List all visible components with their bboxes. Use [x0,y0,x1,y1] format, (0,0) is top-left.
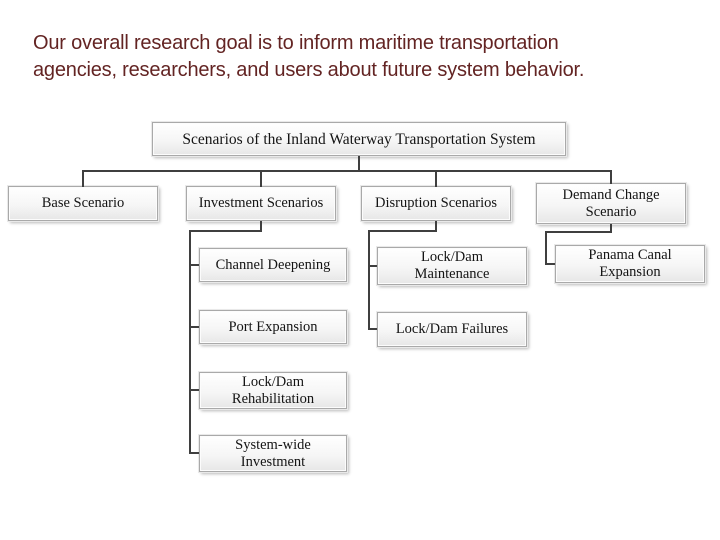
connector-investment-trunk [189,230,191,454]
node-port-expansion-label: Port Expansion [228,318,318,335]
connector-root-down [358,156,360,172]
node-lockdam-rehabilitation-label: Lock/Dam Rehabilitation [231,373,315,407]
node-root-label: Scenarios of the Inland Waterway Transpo… [182,130,536,148]
connector-disruption-elbow [368,230,437,232]
node-demand-change-scenario: Demand Change Scenario [536,183,686,224]
connector-stub-disruption [435,170,437,187]
connector-stub-systemwide-investment [189,452,199,454]
node-systemwide-investment-label: System-wide Investment [235,436,311,470]
node-channel-deepening-label: Channel Deepening [215,256,331,273]
node-port-expansion: Port Expansion [199,310,347,344]
node-disruption-scenarios-label: Disruption Scenarios [374,195,498,211]
node-lockdam-rehabilitation: Lock/Dam Rehabilitation [199,372,347,409]
connector-investment-elbow [189,230,262,232]
connector-disruption-down [435,221,437,232]
node-systemwide-investment: System-wide Investment [199,435,347,472]
connector-demand-trunk [545,231,547,264]
connector-stub-channel-deepening [189,264,199,266]
node-channel-deepening: Channel Deepening [199,248,347,282]
node-base-scenario: Base Scenario [8,186,158,221]
connector-stub-demand [610,170,612,184]
node-panama-canal-expansion: Panama Canal Expansion [555,245,705,283]
node-demand-change-scenario-label: Demand Change Scenario [562,186,660,220]
node-lockdam-failures: Lock/Dam Failures [377,312,527,347]
slide-title-line-1: Our overall research goal is to inform m… [33,32,559,54]
connector-stub-lockdam-maintenance [368,265,377,267]
node-investment-scenarios: Investment Scenarios [186,186,336,221]
connector-stub-lockdam-failures [368,328,377,330]
node-panama-canal-expansion-label: Panama Canal Expansion [588,247,672,280]
node-root-scenarios: Scenarios of the Inland Waterway Transpo… [152,122,566,156]
connector-stub-lockdam-rehabilitation [189,389,199,391]
connector-stub-panama-canal [545,263,555,265]
node-base-scenario-label: Base Scenario [41,195,125,211]
node-investment-scenarios-label: Investment Scenarios [198,195,324,211]
connector-stub-port-expansion [189,326,199,328]
node-lockdam-maintenance-label: Lock/Dam Maintenance [414,249,490,282]
connector-stub-base [82,170,84,187]
node-lockdam-failures-label: Lock/Dam Failures [395,321,509,337]
connector-demand-elbow [545,231,612,233]
connector-disruption-trunk [368,230,370,330]
slide-title: Our overall research goal is to inform m… [33,30,673,84]
connector-demand-down [610,224,612,233]
connector-level2-horizontal [82,170,612,172]
node-lockdam-maintenance: Lock/Dam Maintenance [377,247,527,285]
connector-investment-down [260,221,262,232]
slide-title-line-2: agencies, researchers, and users about f… [33,59,585,81]
connector-stub-investment [260,170,262,187]
node-disruption-scenarios: Disruption Scenarios [361,186,511,221]
